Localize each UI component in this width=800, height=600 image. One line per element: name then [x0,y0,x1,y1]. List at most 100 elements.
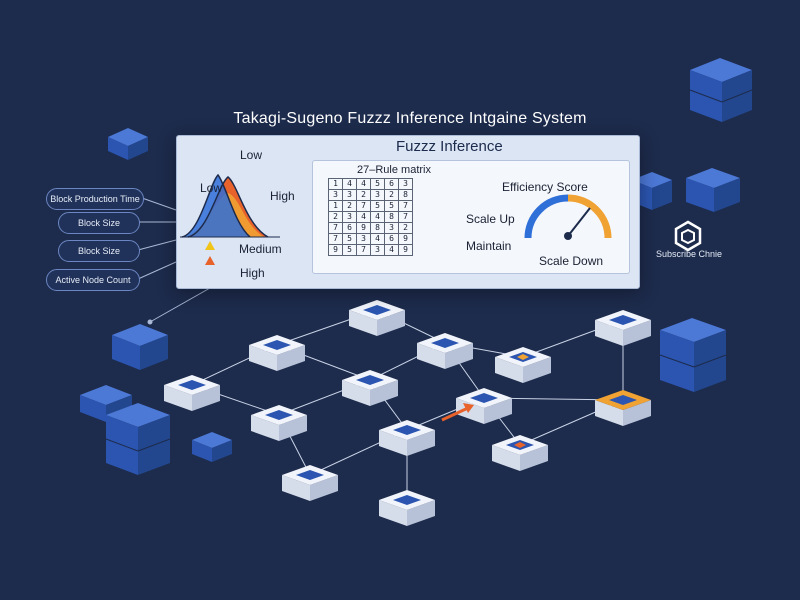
matrix-cell: 7 [328,222,343,234]
matrix-cell: 1 [328,178,343,190]
medium-marker-icon [205,241,215,250]
label-high-right: High [270,189,295,203]
input-block-size-1[interactable]: Block Size [58,212,140,234]
panel-heading: Fuzzz Inference [396,138,503,155]
gauge-arc-orange [567,194,612,239]
label-low-left: Low [200,181,223,195]
matrix-cell: 9 [398,233,413,245]
network-node [417,333,473,369]
matrix-cell: 6 [342,222,357,234]
matrix-cell: 7 [328,233,343,245]
network-node [495,347,551,383]
cube-stack-right-bottom [659,318,727,392]
cube-stack-top-right [689,58,753,122]
network-node [456,388,512,424]
matrix-cell: 7 [398,211,413,223]
network-node [379,490,435,526]
cube-small-left [108,128,148,160]
matrix-cell: 8 [370,222,385,234]
matrix-cell: 9 [328,244,343,256]
network-node [249,335,305,371]
matrix-cell: 2 [342,200,357,212]
input-active-node-count[interactable]: Active Node Count [46,269,140,291]
matrix-cell: 3 [356,233,371,245]
cube-left-mid [112,324,168,370]
matrix-cell: 5 [342,244,357,256]
membership-function-chart [180,173,280,265]
cube-right-2 [686,168,740,212]
matrix-cell: 5 [384,200,399,212]
matrix-cell: 6 [384,178,399,190]
gauge-title: Efficiency Score [502,180,588,194]
network-node [164,375,220,411]
gauge-label-maintain: Maintain [466,239,512,253]
network-edges [191,309,624,500]
low-membership-curve [182,175,250,237]
matrix-cell: 5 [370,200,385,212]
flow-arrow [441,403,474,422]
matrix-cell: 7 [356,200,371,212]
decorative-cubes [80,58,753,475]
gauge-label-scale-up: Scale Up [466,212,515,226]
network-node [349,300,405,336]
matrix-cell: 9 [356,222,371,234]
matrix-cell: 8 [384,211,399,223]
matrix-cell: 7 [356,244,371,256]
matrix-cell: 3 [342,189,357,201]
matrix-cell: 5 [370,178,385,190]
matrix-cell: 1 [328,200,343,212]
network-node [342,370,398,406]
label-medium: Medium [239,242,282,256]
label-low-top: Low [240,148,263,162]
matrix-cell: 3 [328,189,343,201]
network-node [492,435,548,471]
matrix-cell: 6 [384,233,399,245]
matrix-cell: 2 [328,211,343,223]
efficiency-gauge [524,194,612,240]
cube-stack-left-bottom [80,385,171,475]
matrix-cell: 4 [370,233,385,245]
matrix-cell: 2 [356,189,371,201]
input-connectors [137,197,211,325]
matrix-cell: 3 [370,189,385,201]
network-node [595,310,651,346]
matrix-cell: 7 [398,200,413,212]
gauge-arc-blue [524,194,569,239]
hexagon-outline-icon[interactable] [674,220,702,252]
matrix-cell: 4 [356,211,371,223]
gauge-label-scale-down: Scale Down [539,254,604,268]
matrix-cell: 4 [356,178,371,190]
subscribe-label[interactable]: Subscribe Chnie [656,249,723,259]
matrix-cell: 5 [342,233,357,245]
page-title: Takagi-Sugeno Fuzzz Inference Intgaine S… [233,110,587,127]
network-node [282,465,338,501]
network-nodes [164,300,651,526]
matrix-cell: 3 [384,222,399,234]
input-block-production-time[interactable]: Block Production Time [46,188,144,210]
matrix-label: 27–Rule matrix [357,164,431,176]
network-node [379,420,435,456]
matrix-cell: 2 [398,222,413,234]
gauge-pivot [564,232,572,240]
network-node-highlighted [595,390,651,426]
matrix-cell: 3 [342,211,357,223]
cube-small-bottom-left [192,432,232,462]
matrix-cell: 3 [370,244,385,256]
input-block-size-2[interactable]: Block Size [58,240,140,262]
gauge-needle [567,207,591,237]
matrix-cell: 2 [384,189,399,201]
matrix-cell: 4 [342,178,357,190]
network-node [251,405,307,441]
matrix-cell: 4 [370,211,385,223]
label-high-bottom: High [240,266,265,280]
matrix-cell: 8 [398,189,413,201]
